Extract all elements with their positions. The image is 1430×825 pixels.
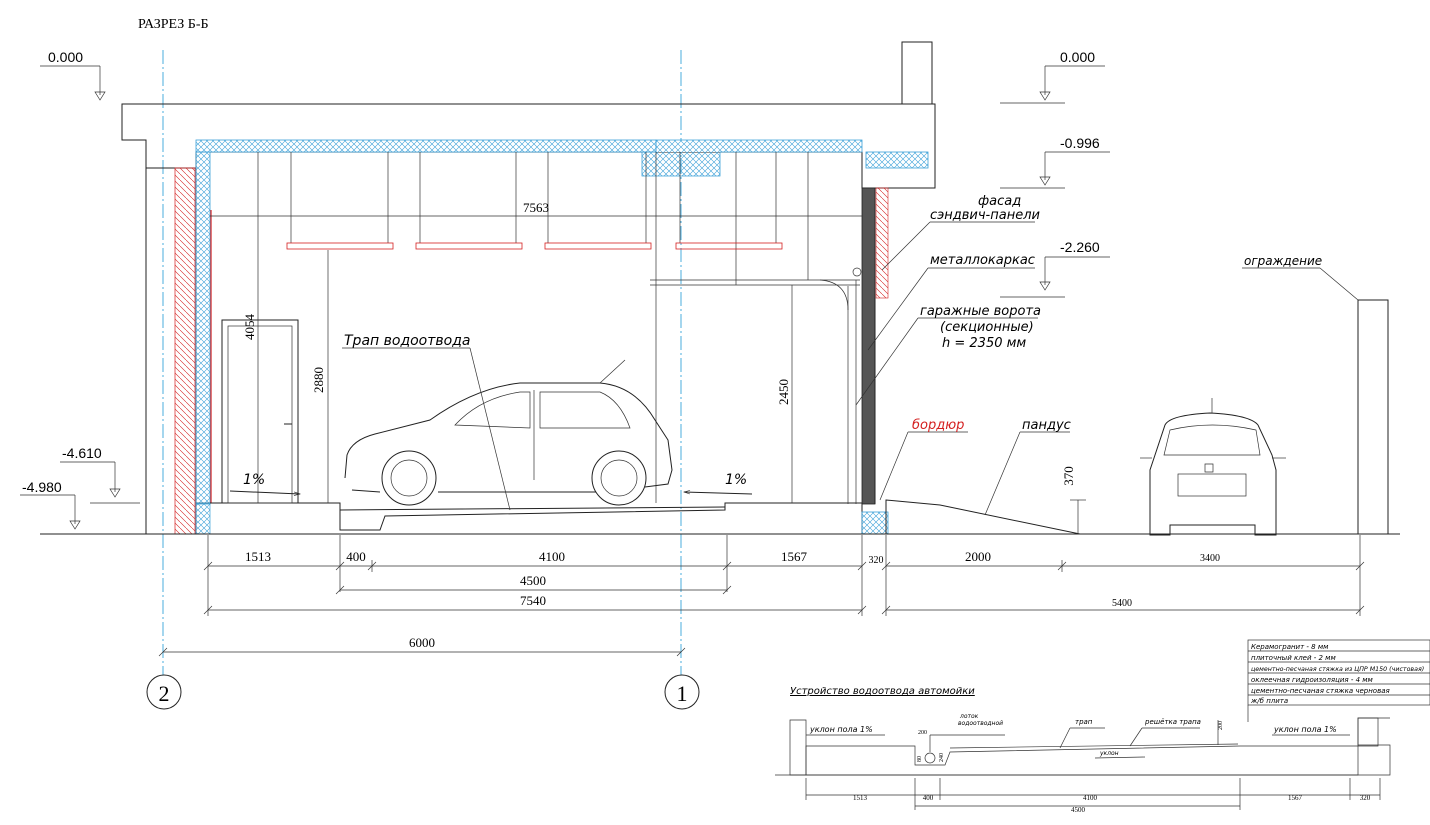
level-marks — [20, 65, 1110, 530]
beam-insulation — [641, 139, 863, 177]
axis-bubble-1 — [664, 674, 700, 710]
axis-label-1: 1 — [677, 681, 688, 706]
label-curb: бордюр — [912, 418, 964, 433]
detail-slope-left: уклон пола 1% — [809, 725, 873, 734]
layer-2: плиточный клей - 2 мм — [1251, 654, 1336, 662]
dim-1513: 1513 — [245, 549, 271, 564]
ceiling-lights — [286, 152, 783, 250]
label-frame: металлокаркас — [930, 253, 1035, 268]
slope-left: 1% — [243, 472, 265, 488]
dim-1567: 1567 — [781, 549, 808, 564]
label-trap: Трап водоотвода — [344, 333, 470, 349]
door — [221, 319, 299, 504]
detail-d240: 240 — [939, 753, 945, 762]
callout-leaders — [342, 221, 1359, 516]
detail-d200a: 200 — [918, 730, 927, 736]
label-facade-1: фасад — [978, 194, 1021, 209]
detail-dim-4100: 4100 — [1083, 794, 1098, 802]
level-right-top: 0.000 — [1060, 49, 1095, 65]
detail-dim-1513: 1513 — [853, 794, 868, 802]
layer-4: оклеечная гидроизоляция - 4 мм — [1251, 676, 1374, 684]
dim-400: 400 — [346, 549, 366, 564]
level-left-top: 0.000 — [48, 49, 83, 65]
dim-3400: 3400 — [1200, 553, 1220, 564]
dim-4054: 4054 — [242, 314, 257, 341]
layer-5: цементно-песчаная стяжка черновая — [1251, 687, 1390, 695]
dim-2000: 2000 — [965, 549, 991, 564]
fence-wall — [1357, 299, 1389, 535]
detail-trap: трап — [1075, 718, 1093, 726]
dim-7540: 7540 — [520, 593, 546, 608]
dim-4100: 4100 — [539, 549, 565, 564]
floor-slab — [195, 502, 863, 535]
parapet — [901, 41, 933, 105]
detail-dim-400: 400 — [923, 794, 934, 802]
layer-3: цементно-песчаная стяжка из ЦПР М150 (чи… — [1251, 666, 1424, 673]
drawing-title: РАЗРЕЗ Б-Б — [138, 17, 209, 32]
detail-lotok-2: водоотводной — [958, 720, 1003, 727]
label-gate-3: h = 2350 мм — [942, 336, 1026, 351]
ceiling-insulation — [195, 139, 657, 153]
car-side-icon — [344, 359, 673, 506]
curb-block — [861, 511, 889, 535]
level-996: -0.996 — [1060, 135, 1100, 151]
facade-panel — [875, 187, 889, 299]
dim-2450: 2450 — [776, 379, 791, 405]
label-gate-2: (секционные) — [940, 320, 1034, 335]
slope-right: 1% — [725, 472, 747, 488]
detail-d80: 80 — [917, 756, 923, 762]
dim-370: 370 — [1061, 466, 1076, 486]
label-ramp: пандус — [1022, 418, 1071, 433]
detail-dim-320: 320 — [1360, 794, 1371, 802]
left-wall-finish — [174, 167, 196, 535]
label-facade-2: сэндвич-панели — [930, 208, 1040, 223]
dim-2880: 2880 — [311, 367, 326, 393]
ramp — [885, 499, 1081, 535]
label-gate-1: гаражные ворота — [920, 304, 1041, 319]
layer-1: Керамогранит - 8 мм — [1251, 643, 1329, 651]
detail-d200b: 200 — [1218, 721, 1224, 730]
drain-detail — [775, 717, 1391, 810]
interior-dimensions — [210, 152, 1086, 534]
level-2260: -2.260 — [1060, 239, 1100, 255]
dim-7563: 7563 — [523, 200, 549, 215]
dim-5400: 5400 — [1112, 598, 1132, 609]
metal-frame — [861, 187, 876, 505]
detail-title: Устройство водоотвода автомойки — [790, 686, 975, 697]
label-fence: ограждение — [1244, 254, 1322, 268]
detail-dim-1567: 1567 — [1288, 794, 1303, 802]
detail-uklon: уклон — [1099, 750, 1119, 757]
detail-grid: решётка трапа — [1144, 718, 1201, 726]
detail-dim-4500: 4500 — [1071, 806, 1086, 814]
dimension-chains — [158, 535, 1365, 657]
detail-lotok-1: лоток — [959, 713, 979, 720]
axis-label-2: 2 — [159, 681, 170, 706]
left-wall-insulation — [195, 151, 211, 505]
dim-6000: 6000 — [409, 635, 435, 650]
dim-320: 320 — [869, 555, 884, 566]
detail-slope-right: уклон пола 1% — [1273, 725, 1337, 734]
dim-4500: 4500 — [520, 573, 546, 588]
car-rear-icon — [1140, 398, 1286, 536]
layer-6: ж/б плита — [1250, 697, 1288, 705]
level-4980: -4.980 — [22, 479, 62, 495]
level-4610: -4.610 — [62, 445, 102, 461]
layers-table — [1247, 639, 1430, 722]
axis-bubble-2 — [146, 674, 182, 710]
